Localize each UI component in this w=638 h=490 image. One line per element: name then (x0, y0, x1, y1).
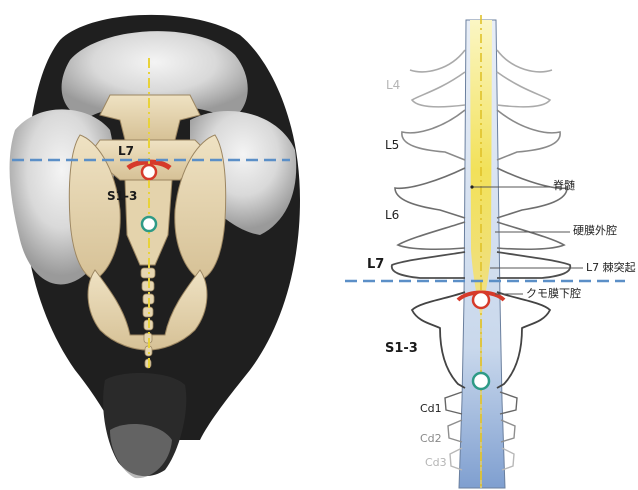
annotation-epidural: 硬膜外腔 (573, 225, 617, 236)
annotation-l7-spinous: L7 棘突起 (586, 262, 636, 273)
annotation-spinal-cord: 脊髄 (553, 180, 575, 191)
label-l7: L7 (367, 258, 384, 271)
label-cd3: Cd3 (425, 457, 447, 468)
label-cd1: Cd1 (420, 403, 442, 414)
label-cd2: Cd2 (420, 433, 442, 444)
annotation-subarachnoid: クモ膜下腔 (526, 288, 581, 299)
label-l6: L6 (385, 209, 399, 221)
photo-label-s13: S1-3 (107, 190, 137, 202)
label-s13: S1-3 (385, 342, 418, 355)
label-l4: L4 (386, 79, 400, 91)
spine-line-diagram (392, 15, 583, 488)
photo-label-l7: L7 (118, 145, 134, 157)
label-l5: L5 (385, 139, 399, 151)
dog-illustration (10, 15, 300, 478)
